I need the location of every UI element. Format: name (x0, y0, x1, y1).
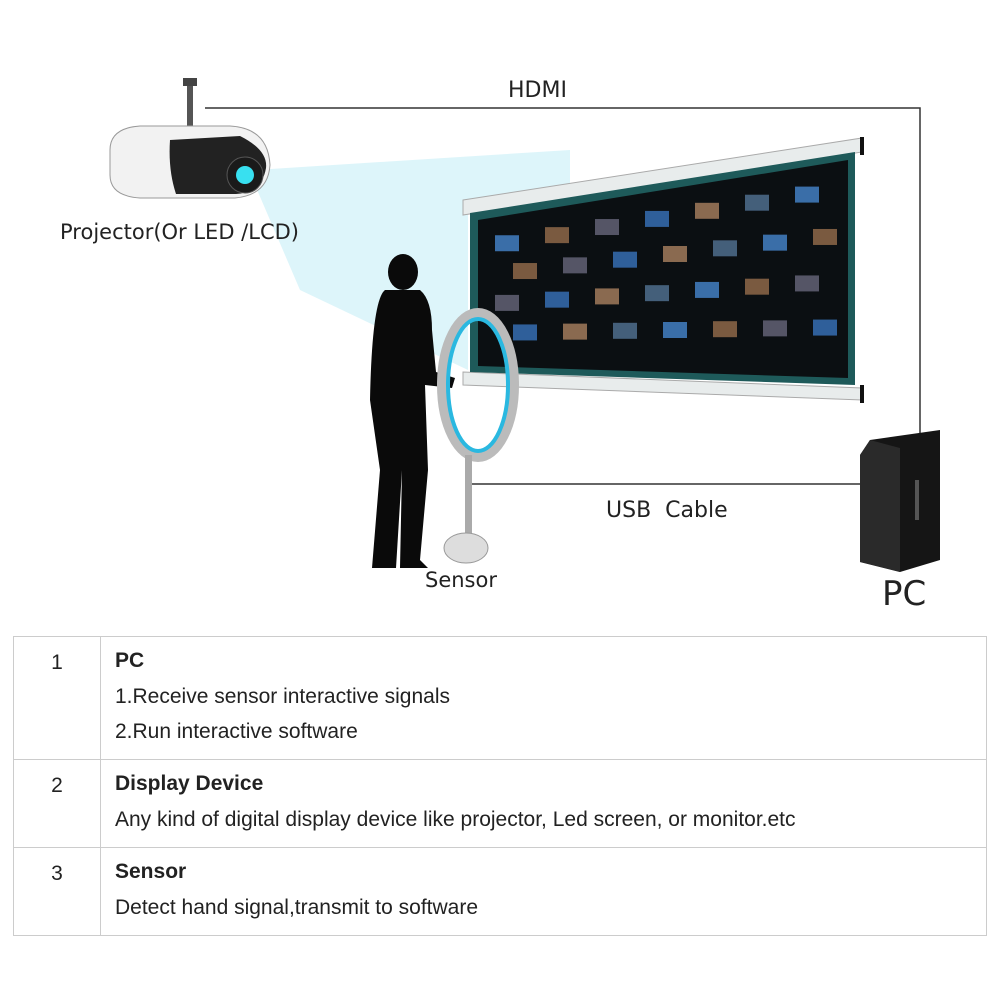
table-row: 3 Sensor Detect hand signal,transmit to … (13, 847, 987, 936)
screen-thumbnail (513, 263, 537, 280)
screen-thumbnail (663, 246, 687, 262)
screen-thumbnail (713, 240, 737, 257)
usb-cable-label: USB Cable (606, 498, 728, 523)
row-content: PC 1.Receive sensor interactive signals … (100, 636, 987, 760)
person-silhouette (370, 254, 455, 568)
table-row: 2 Display Device Any kind of digital dis… (13, 759, 987, 848)
screen-thumbnail (613, 322, 637, 339)
screen-thumbnail (795, 275, 819, 292)
hdmi-label: HDMI (508, 78, 567, 103)
row-title: Display Device (115, 772, 264, 795)
screen-thumbnail (545, 227, 569, 244)
screen-thumbnail (545, 291, 569, 308)
screen-thumbnail (763, 234, 787, 251)
row-number: 3 (13, 847, 101, 936)
screen-thumbnail (795, 186, 819, 203)
component-table: 1 PC 1.Receive sensor interactive signal… (13, 636, 987, 936)
sensor-icon (437, 308, 519, 564)
screen-thumbnail (563, 323, 587, 340)
screen-thumbnail (663, 322, 687, 338)
row-text: 2.Run interactive software (115, 720, 358, 743)
row-content: Display Device Any kind of digital displ… (100, 759, 987, 848)
row-title: PC (115, 649, 145, 672)
row-number: 1 (13, 636, 101, 760)
screen-thumbnail (695, 281, 719, 298)
row-number: 2 (13, 759, 101, 848)
screen-thumbnail (813, 319, 837, 336)
projection-screen (462, 137, 864, 403)
sensor-label: Sensor (425, 568, 497, 592)
projector-icon (109, 78, 271, 199)
screen-thumbnail (595, 219, 619, 236)
row-text: Any kind of digital display device like … (115, 808, 796, 831)
screen-thumbnail (745, 278, 769, 295)
screen-thumbnail (645, 210, 669, 227)
projector-label: Projector(Or LED /LCD) (60, 220, 299, 244)
screen-thumbnail (745, 194, 769, 211)
screen-thumbnail (695, 202, 719, 219)
pc-tower-icon (860, 430, 940, 572)
hdmi-cable (205, 107, 921, 435)
screen-thumbnail (495, 235, 519, 252)
row-title: Sensor (115, 860, 187, 883)
row-text: Detect hand signal,transmit to software (115, 896, 479, 919)
screen-thumbnail (813, 228, 837, 245)
row-text: 1.Receive sensor interactive signals (115, 685, 450, 708)
system-diagram (109, 78, 940, 572)
screen-thumbnail (613, 251, 637, 268)
screen-thumbnail (763, 320, 787, 337)
screen-thumbnail (513, 324, 537, 341)
table-row: 1 PC 1.Receive sensor interactive signal… (13, 636, 987, 760)
screen-thumbnail (595, 288, 619, 305)
pc-label: PC (882, 574, 927, 614)
screen-thumbnail (495, 294, 519, 311)
row-content: Sensor Detect hand signal,transmit to so… (100, 847, 987, 936)
screen-thumbnail (645, 285, 669, 302)
screen-thumbnail (563, 257, 587, 274)
screen-thumbnail (713, 321, 737, 338)
